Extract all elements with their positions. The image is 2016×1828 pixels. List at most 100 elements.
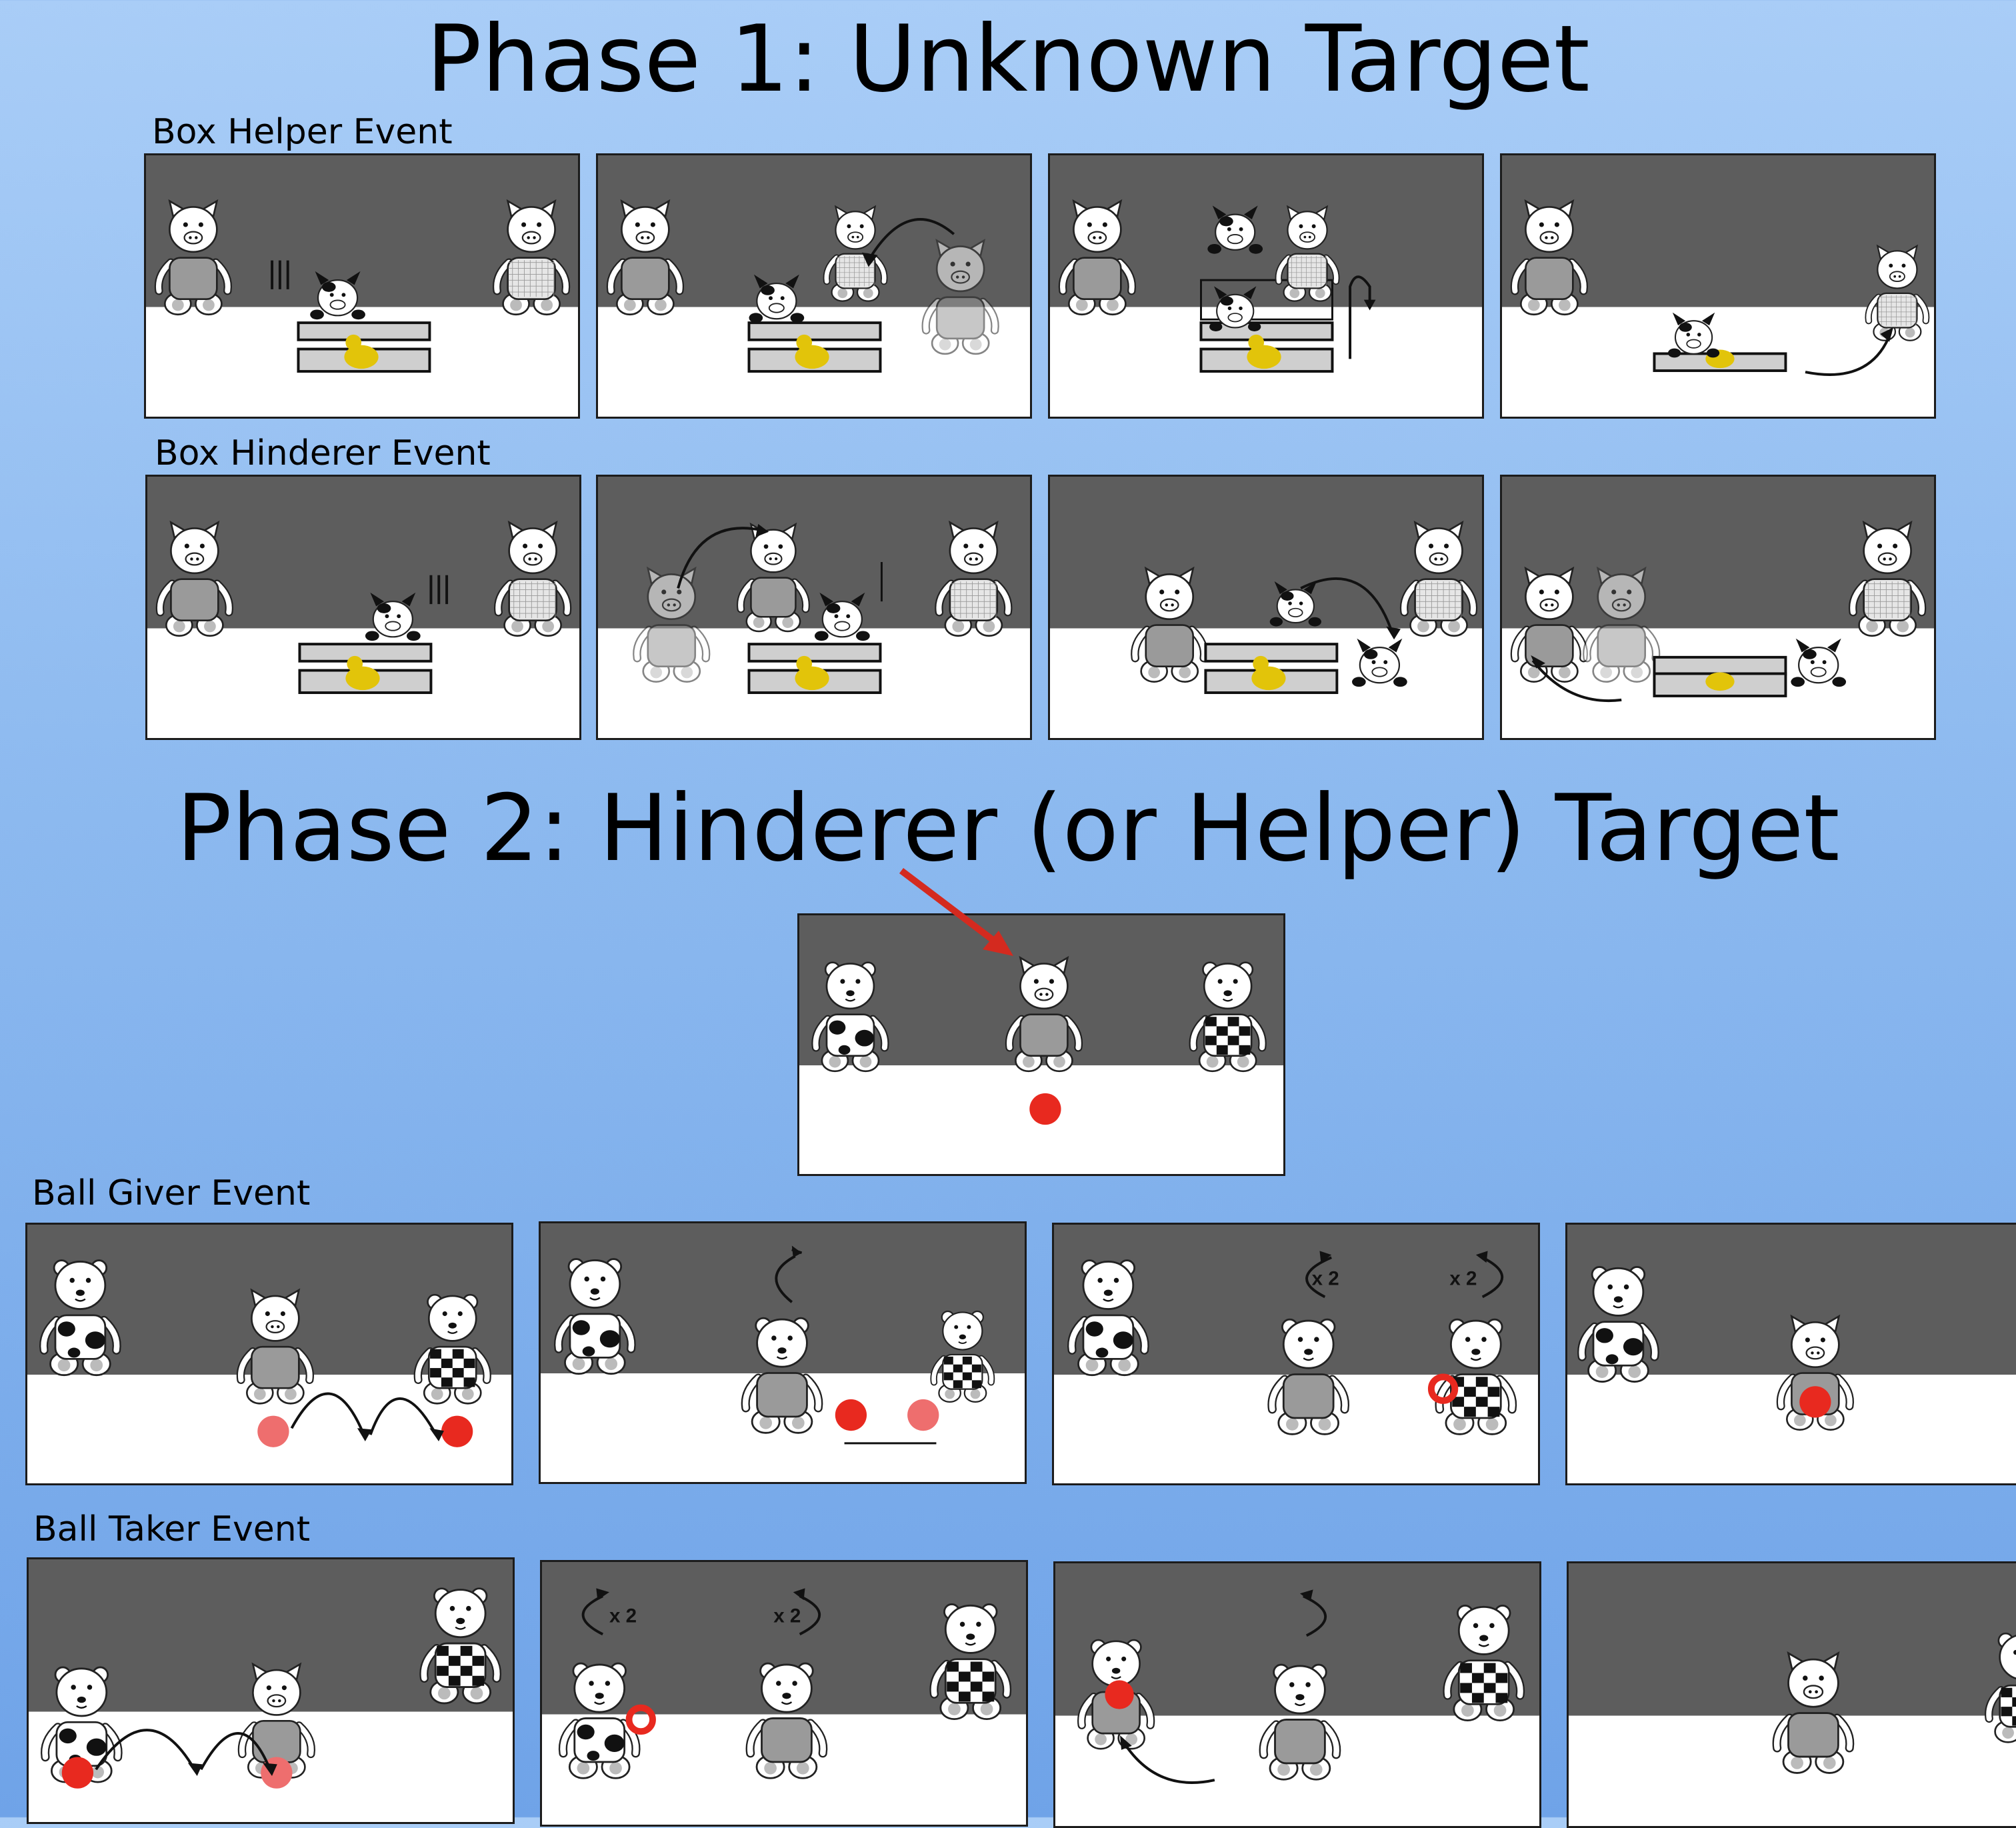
motion-arrow — [1305, 1251, 1332, 1299]
pig-figure — [155, 520, 233, 637]
pig-figure — [237, 1662, 315, 1779]
bear-figure — [930, 1310, 995, 1403]
cow-figure — [1209, 286, 1261, 331]
repeat-mark: x 2 — [773, 1605, 801, 1627]
motion-arrow — [793, 1588, 821, 1636]
bear-figure — [1577, 1266, 1659, 1383]
pig-figure — [493, 199, 571, 316]
ball — [625, 1704, 656, 1735]
pig-figure — [1131, 566, 1209, 683]
bear-figure — [39, 1259, 121, 1377]
pig-figure — [633, 566, 711, 683]
bear-figure — [1189, 961, 1267, 1073]
bear-figure — [419, 1587, 502, 1705]
ball — [441, 1415, 473, 1447]
motion-arrow — [677, 523, 769, 589]
box — [1199, 321, 1334, 373]
bear-figure — [811, 961, 889, 1073]
bear-figure — [558, 1662, 641, 1779]
motion-arrow — [1805, 327, 1893, 376]
pig-figure — [921, 238, 999, 355]
ball — [1029, 1093, 1061, 1125]
repeat-mark: x 2 — [609, 1605, 637, 1627]
bear-figure — [1443, 1605, 1525, 1722]
pig-figure — [606, 199, 684, 316]
pig-figure — [823, 205, 888, 302]
box-helper-panel-3 — [1048, 153, 1484, 419]
box-helper-panel-4 — [1500, 153, 1936, 419]
motion-arrow — [1349, 275, 1376, 359]
ball — [1105, 1680, 1134, 1709]
cow-figure — [1352, 638, 1407, 687]
repeat-mark: x 2 — [1312, 1268, 1339, 1290]
ball-giver-event-label: Ball Giver Event — [32, 1173, 311, 1213]
target-panel — [797, 913, 1285, 1176]
box-hinderer-panel-3 — [1048, 475, 1484, 740]
box — [747, 321, 882, 373]
cow-figure — [1207, 205, 1263, 254]
bear-figure — [40, 1666, 123, 1783]
pig-figure — [1772, 1651, 1855, 1774]
motion-arrow — [1300, 577, 1401, 640]
pig-figure — [1583, 566, 1661, 683]
cow-figure — [1667, 312, 1720, 358]
bear-figure — [1067, 1259, 1149, 1377]
ball-taker-panel-2: x 2 x 2 — [540, 1560, 1028, 1827]
ball — [1799, 1386, 1831, 1418]
box-hinderer-event-label: Box Hinderer Event — [155, 433, 491, 473]
pig-figure — [1005, 955, 1083, 1073]
cow-figure — [1269, 581, 1321, 627]
pig-figure — [494, 520, 572, 637]
box — [297, 321, 431, 373]
motion-arrow — [369, 1397, 444, 1441]
box-hinderer-panel-4 — [1500, 475, 1936, 740]
bear-figure — [1259, 1663, 1341, 1781]
ball-giver-panel-3: x 2 x 2 — [1052, 1223, 1540, 1485]
pig-figure — [1865, 244, 1930, 341]
motion-arrow — [775, 1255, 796, 1303]
ball — [907, 1399, 939, 1431]
cow-figure — [814, 592, 870, 641]
bear-figure — [1435, 1318, 1517, 1435]
ball — [835, 1399, 867, 1431]
box-helper-panel-2 — [596, 153, 1032, 419]
motion-arrow — [791, 1245, 803, 1258]
bear-figure — [413, 1293, 491, 1405]
ball-taker-panel-4 — [1567, 1561, 2016, 1828]
bear-figure — [554, 1258, 636, 1375]
bear-figure — [1985, 1632, 2016, 1743]
pig-figure — [1058, 199, 1136, 316]
pig-figure — [737, 522, 810, 633]
box-helper-panel-1 — [144, 153, 580, 419]
box — [298, 643, 433, 695]
pig-figure — [1849, 520, 1927, 637]
cow-figure — [1791, 638, 1847, 687]
motion-arrow — [1475, 1251, 1503, 1299]
ball-taker-panel-1 — [27, 1557, 515, 1824]
motion-arrow — [581, 1588, 609, 1636]
ball-giver-panel-4 — [1565, 1223, 2016, 1485]
ball — [257, 1415, 289, 1447]
ball-taker-panel-3 — [1053, 1561, 1541, 1828]
pig-figure — [1510, 566, 1588, 683]
cow-figure — [365, 592, 421, 641]
target-arrow — [899, 868, 1013, 956]
phase2-title: Phase 2: Hinderer (or Helper) Target — [176, 775, 1840, 882]
ball — [61, 1757, 94, 1789]
bear-figure — [929, 1603, 1012, 1721]
bear-figure — [1267, 1318, 1350, 1435]
pig-figure — [1510, 199, 1588, 316]
bear-figure — [745, 1662, 828, 1779]
motion-arrow — [1120, 1735, 1215, 1784]
motion-arrow — [861, 218, 955, 267]
ball-giver-panel-2 — [539, 1221, 1027, 1484]
pig-figure — [935, 520, 1013, 637]
motion-arrow — [199, 1732, 277, 1777]
repeat-mark: x 2 — [1449, 1268, 1477, 1290]
ball-giver-panel-1 — [25, 1223, 513, 1485]
box-hinderer-panel-2 — [596, 475, 1032, 740]
box — [1204, 643, 1339, 695]
box-helper-event-label: Box Helper Event — [152, 112, 453, 152]
cow-figure — [310, 271, 365, 320]
motion-arrow — [95, 1729, 203, 1777]
